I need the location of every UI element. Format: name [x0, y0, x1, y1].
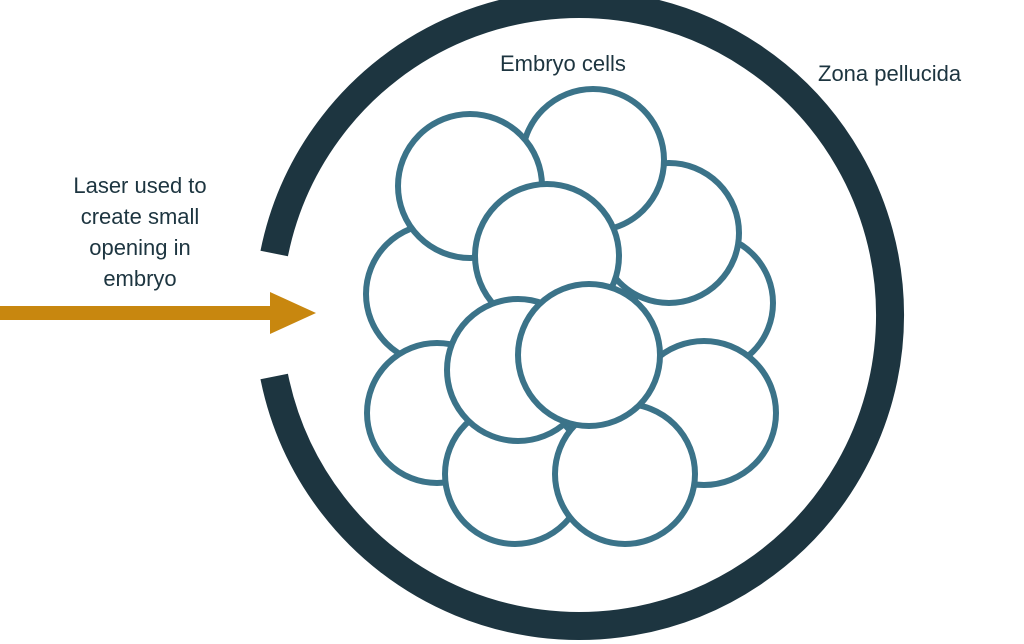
- laser-label: Laser used to create small opening in em…: [40, 170, 240, 294]
- embryo-cells-cluster: [363, 86, 779, 547]
- laser-label-line: embryo: [103, 266, 177, 291]
- laser-arrow: [0, 292, 316, 334]
- zona-pellucida-label: Zona pellucida: [818, 61, 962, 86]
- laser-label-line: create small: [80, 204, 200, 229]
- laser-arrow-shaft: [0, 306, 276, 320]
- laser-label-line: Laser used to: [73, 173, 207, 198]
- laser-arrow-head: [270, 292, 316, 334]
- laser-label-line: opening in: [89, 235, 191, 260]
- embryo-cell: [515, 281, 663, 429]
- zona-pellucida-ring: [260, 0, 904, 640]
- embryo-cells-label: Embryo cells: [500, 51, 626, 76]
